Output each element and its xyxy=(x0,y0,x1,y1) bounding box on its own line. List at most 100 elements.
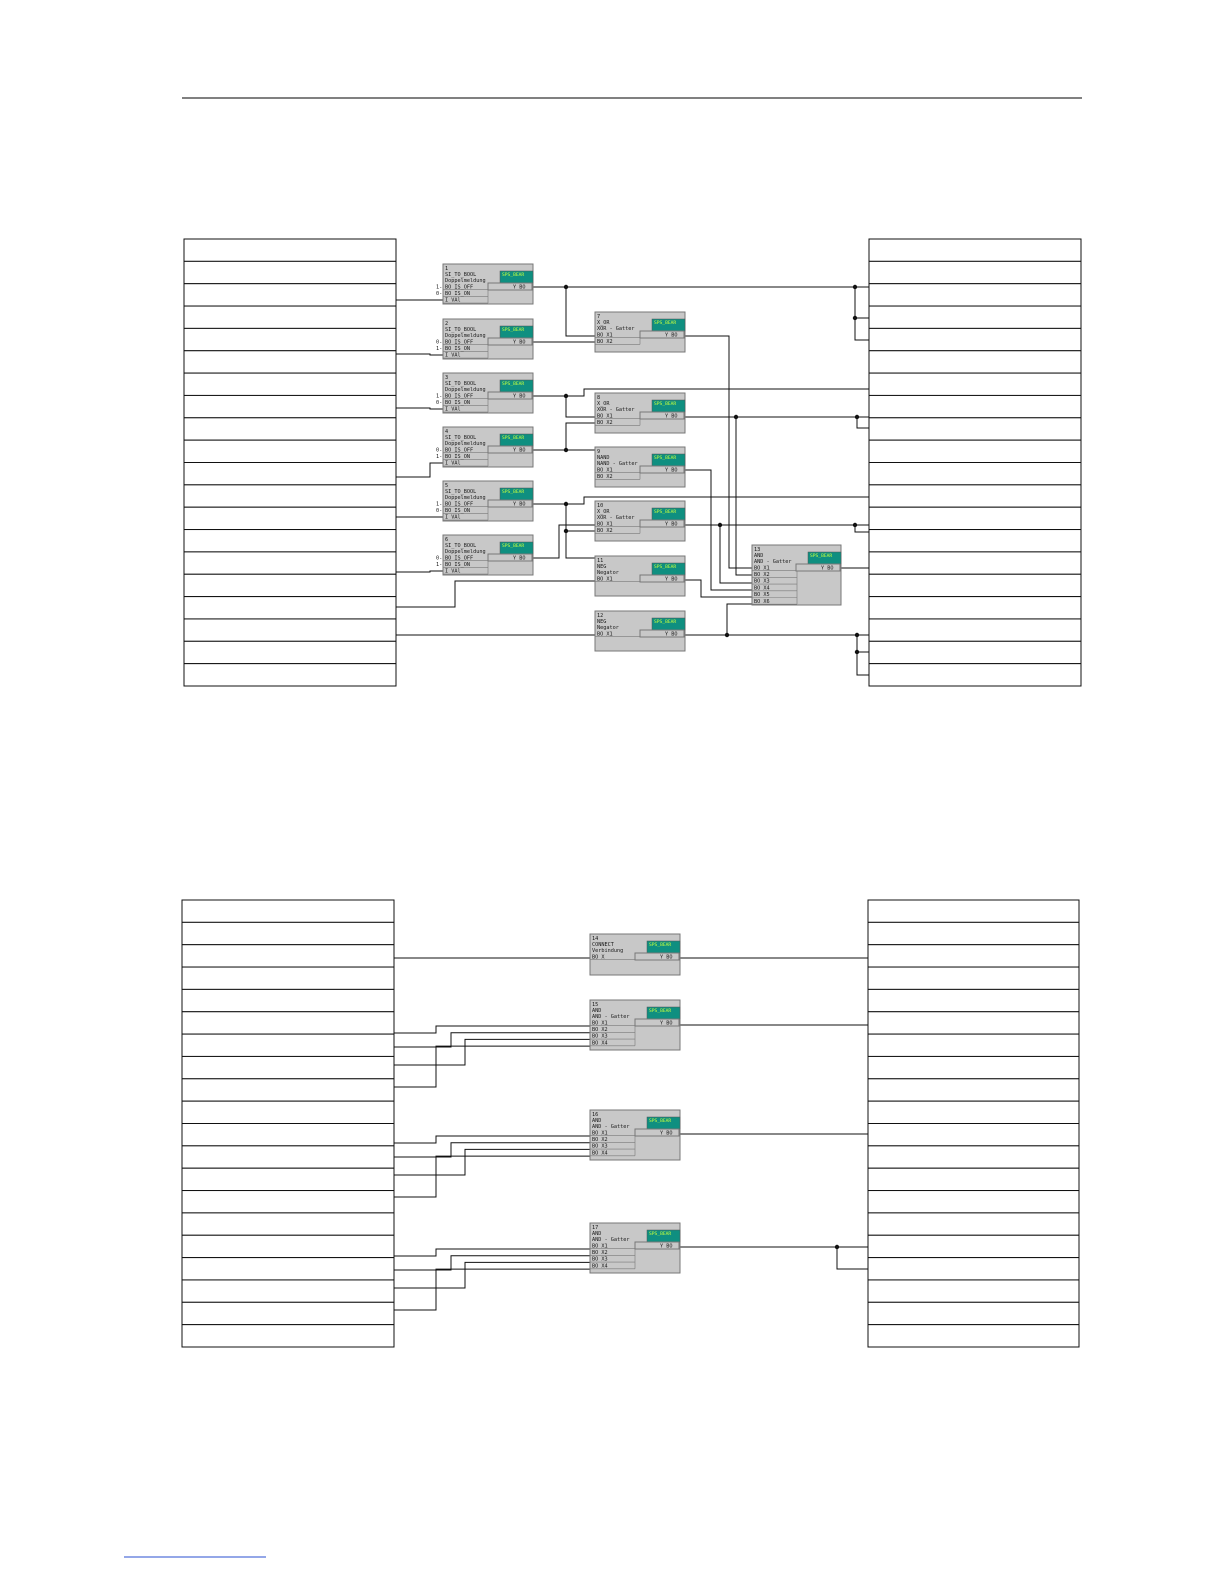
d2-left-table-row[interactable] xyxy=(181,899,395,923)
d1-right-table-row[interactable] xyxy=(868,484,1082,508)
d1-left-table-row[interactable] xyxy=(183,372,397,396)
d1-right-table-row[interactable] xyxy=(868,596,1082,620)
d1-left-table-row[interactable] xyxy=(183,506,397,531)
d1-left-table-row[interactable] xyxy=(183,618,397,642)
d2-left-table-row[interactable] xyxy=(181,921,395,946)
d2-right-table-row[interactable] xyxy=(867,1190,1080,1214)
d1-left-table-row[interactable] xyxy=(183,484,397,508)
d1-right-table-row[interactable] xyxy=(868,305,1082,329)
d2-right-table-row[interactable] xyxy=(867,1234,1080,1259)
d1-right-table-row[interactable] xyxy=(868,350,1082,374)
d1-left-table-row[interactable] xyxy=(183,640,397,665)
d2-left-table-row[interactable] xyxy=(181,1167,395,1192)
d1-right-table-row[interactable] xyxy=(868,283,1082,307)
d1-right-table-row[interactable] xyxy=(868,462,1082,486)
d2-left-table-row[interactable] xyxy=(181,1190,395,1214)
d1-right-table-row[interactable] xyxy=(868,506,1082,531)
d2-left-table-row[interactable] xyxy=(181,966,395,990)
d2-left-table-row[interactable] xyxy=(181,1301,395,1326)
d2-right-table-row[interactable] xyxy=(867,988,1080,1013)
d1-right-table-row[interactable] xyxy=(868,238,1082,262)
d2-left-table-row[interactable] xyxy=(181,1257,395,1281)
d1-left-table-row[interactable] xyxy=(183,417,397,441)
d1-left-table-row[interactable] xyxy=(183,283,397,307)
d1-left-table-row[interactable] xyxy=(183,663,397,687)
output-port-box xyxy=(487,499,533,508)
d1-right-table-row[interactable] xyxy=(868,439,1082,463)
d2-right-table-row[interactable] xyxy=(867,1257,1080,1281)
d2-right-table-row[interactable] xyxy=(867,1033,1080,1057)
d2-left-table-row[interactable] xyxy=(181,944,395,968)
d2-right-table-row[interactable] xyxy=(867,1212,1080,1236)
d1-left-table-row[interactable] xyxy=(183,439,397,463)
d2-right-table-row[interactable] xyxy=(867,1011,1080,1035)
d1-left-table-row[interactable] xyxy=(183,327,397,352)
d2-left-table-row[interactable] xyxy=(181,1055,395,1080)
d1-right-table-row[interactable] xyxy=(868,394,1082,419)
d2-left-table-row[interactable] xyxy=(181,1234,395,1259)
d2-right-table-row[interactable] xyxy=(867,1167,1080,1192)
d1-right-table-row[interactable] xyxy=(868,529,1082,553)
d2-right-table-row[interactable] xyxy=(867,1123,1080,1147)
d2-left-table-row[interactable] xyxy=(181,1145,395,1169)
d1-left-table-row[interactable] xyxy=(183,238,397,262)
d1-left-table-row[interactable] xyxy=(183,596,397,620)
d2-right-table-row[interactable] xyxy=(867,1078,1080,1102)
d1-left-table-row[interactable] xyxy=(183,573,397,598)
d2-left-table-row[interactable] xyxy=(181,1100,395,1125)
block-body[interactable] xyxy=(751,544,842,606)
d1-right-table-row[interactable] xyxy=(868,372,1082,396)
d1-right-table-row[interactable] xyxy=(868,327,1082,352)
d2-left-table-row[interactable] xyxy=(181,1078,395,1102)
d2-left-table-row[interactable] xyxy=(181,1212,395,1236)
d2-right-table-row[interactable] xyxy=(867,921,1080,946)
d1-left-table-row[interactable] xyxy=(183,462,397,486)
d2-right-table-row[interactable] xyxy=(867,899,1080,923)
d2-left-table-row[interactable] xyxy=(181,1033,395,1057)
d2-left-table-row[interactable] xyxy=(181,988,395,1013)
d1-right-table-row[interactable] xyxy=(868,417,1082,441)
d2-right-table-row[interactable] xyxy=(867,1279,1080,1303)
internal-wire xyxy=(533,422,595,451)
d1-left-table-row[interactable] xyxy=(183,394,397,419)
d1-left-table-row[interactable] xyxy=(183,529,397,553)
d1-right-table-row[interactable] xyxy=(868,618,1082,642)
d1-left-table-row[interactable] xyxy=(183,305,397,329)
d2-right-table-row[interactable] xyxy=(867,1324,1080,1348)
d1-right-table-row[interactable] xyxy=(868,573,1082,598)
d2-left-table-row[interactable] xyxy=(181,1123,395,1147)
d1-right-table-row[interactable] xyxy=(868,551,1082,575)
d1-left-table-row[interactable] xyxy=(183,551,397,575)
d1-right-table-row[interactable] xyxy=(868,640,1082,665)
d2-right-table-row[interactable] xyxy=(867,1055,1080,1080)
d1-left-table-row[interactable] xyxy=(183,260,397,285)
d2-right-table-row[interactable] xyxy=(867,944,1080,968)
d2-left-table-row[interactable] xyxy=(181,1279,395,1303)
d2-left-table-row[interactable] xyxy=(181,1011,395,1035)
d1-left-table-row[interactable] xyxy=(183,350,397,374)
d1-right-table-row[interactable] xyxy=(868,663,1082,687)
d2-right-table-row[interactable] xyxy=(867,1301,1080,1326)
d2-right-table-row[interactable] xyxy=(867,1100,1080,1125)
d2-right-table-row[interactable] xyxy=(867,966,1080,990)
d1-right-table-row[interactable] xyxy=(868,260,1082,285)
d2-right-table-row[interactable] xyxy=(867,1145,1080,1169)
d2-left-table-row[interactable] xyxy=(181,1324,395,1348)
